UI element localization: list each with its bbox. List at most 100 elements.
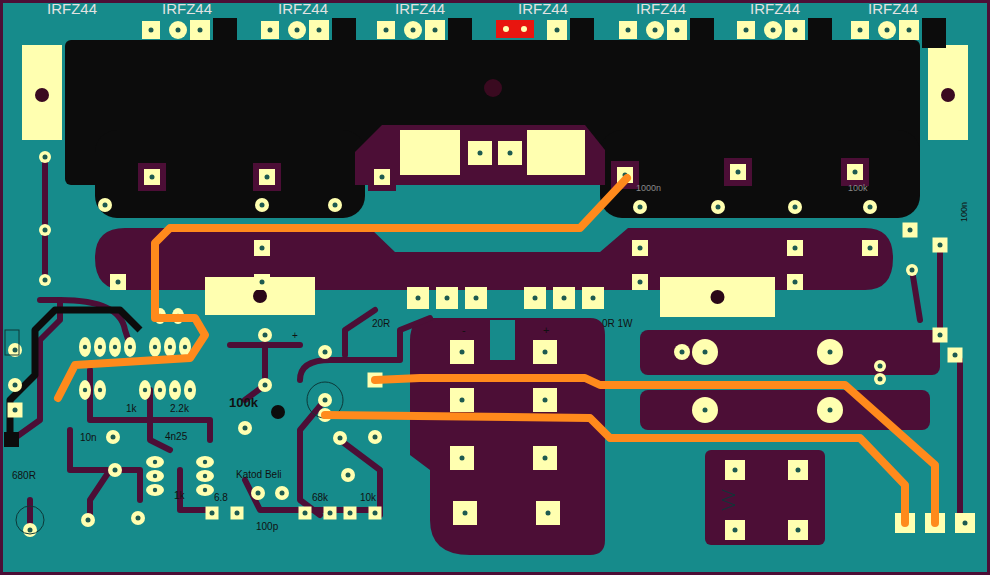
drill-hole <box>828 408 833 413</box>
mount-hole <box>711 290 725 304</box>
drill-hole <box>158 388 162 392</box>
round-pad <box>8 378 22 392</box>
round-pad <box>817 339 843 365</box>
square-pad <box>450 446 474 470</box>
round-pad <box>692 339 718 365</box>
oval-pad <box>196 456 214 468</box>
oval-pad <box>164 337 176 357</box>
square-pad <box>787 274 803 290</box>
component-value: 1k <box>126 403 137 414</box>
square-pad <box>547 20 567 40</box>
square-pad <box>142 21 160 39</box>
round-pad <box>874 373 886 385</box>
square-pad <box>4 432 19 447</box>
transistor-tab <box>922 18 946 48</box>
drill-hole <box>638 205 643 210</box>
round-pad <box>874 360 886 372</box>
drill-hole <box>907 28 912 33</box>
heatsink <box>600 130 920 218</box>
copper-trace <box>345 310 375 355</box>
part-name: IRFZ44 <box>47 1 97 18</box>
square-pad <box>785 20 805 40</box>
transistor-tab <box>690 18 714 48</box>
square-pad <box>468 141 492 165</box>
mount-hole <box>253 289 267 303</box>
drill-hole <box>86 518 91 523</box>
drill-hole <box>113 468 118 473</box>
drill-hole <box>83 345 87 349</box>
resistor-outline <box>722 490 735 510</box>
drill-hole <box>680 350 685 355</box>
drill-hole <box>98 345 102 349</box>
drill-hole <box>188 388 192 392</box>
square-pad <box>899 20 919 40</box>
round-pad <box>255 198 269 212</box>
drill-hole <box>280 491 285 496</box>
copper-area <box>841 158 869 186</box>
ground-trace <box>10 310 140 440</box>
copper-area <box>410 318 605 555</box>
round-pad <box>817 397 843 423</box>
component-value: 100k <box>848 184 868 194</box>
drill-hole <box>384 28 389 33</box>
round-pad <box>288 21 306 39</box>
round-pad <box>169 21 187 39</box>
drill-hole <box>203 460 207 464</box>
drill-hole <box>198 28 203 33</box>
square-pad <box>324 507 337 520</box>
component-value: 1000n <box>636 184 661 194</box>
drill-hole <box>28 528 33 533</box>
drill-hole <box>555 28 560 33</box>
drill-hole <box>263 383 268 388</box>
square-pad <box>533 340 557 364</box>
oval-pad <box>79 380 91 400</box>
round-pad <box>238 421 252 435</box>
transistor-tab <box>448 18 472 48</box>
transistor-tab <box>332 18 356 48</box>
square-pad <box>450 340 474 364</box>
drill-hole <box>153 345 157 349</box>
drill-hole <box>323 350 328 355</box>
round-pad <box>258 378 272 392</box>
drill-hole <box>910 268 915 273</box>
drill-hole <box>508 151 513 156</box>
round-pad <box>275 486 289 500</box>
part-outline <box>5 330 19 355</box>
component-value: 100p <box>256 521 278 532</box>
drill-hole <box>828 350 833 355</box>
square-pad <box>582 287 604 309</box>
round-pad <box>318 393 332 407</box>
square-pad <box>453 501 477 525</box>
square-pad <box>425 20 445 40</box>
component-value: 10n <box>80 432 97 443</box>
drill-hole <box>373 435 378 440</box>
copper-trace <box>245 480 380 510</box>
drill-hole <box>938 243 943 248</box>
drill-hole <box>796 468 801 473</box>
drill-hole <box>260 280 265 285</box>
round-pad <box>341 468 355 482</box>
heatsink <box>95 130 365 218</box>
component-value: 68k <box>312 492 328 503</box>
square-pad <box>299 507 312 520</box>
oval-pad <box>154 380 166 400</box>
part-name: IRFZ44 <box>395 1 445 18</box>
drill-hole <box>333 203 338 208</box>
square-pad <box>309 20 329 40</box>
drill-hole <box>626 28 631 33</box>
copper-trace <box>957 360 963 520</box>
round-pad <box>251 486 265 500</box>
drill-hole <box>210 511 215 516</box>
square-pad <box>231 507 244 520</box>
square-pad <box>903 223 918 238</box>
drill-hole <box>411 28 416 33</box>
large-pad <box>205 277 315 315</box>
transistor-tab <box>808 18 832 48</box>
drill-hole <box>521 26 527 32</box>
square-pad <box>948 348 963 363</box>
drill-hole <box>908 228 913 233</box>
transistor-tab <box>213 18 237 48</box>
square-pad <box>788 460 808 480</box>
copper-area <box>705 450 825 545</box>
